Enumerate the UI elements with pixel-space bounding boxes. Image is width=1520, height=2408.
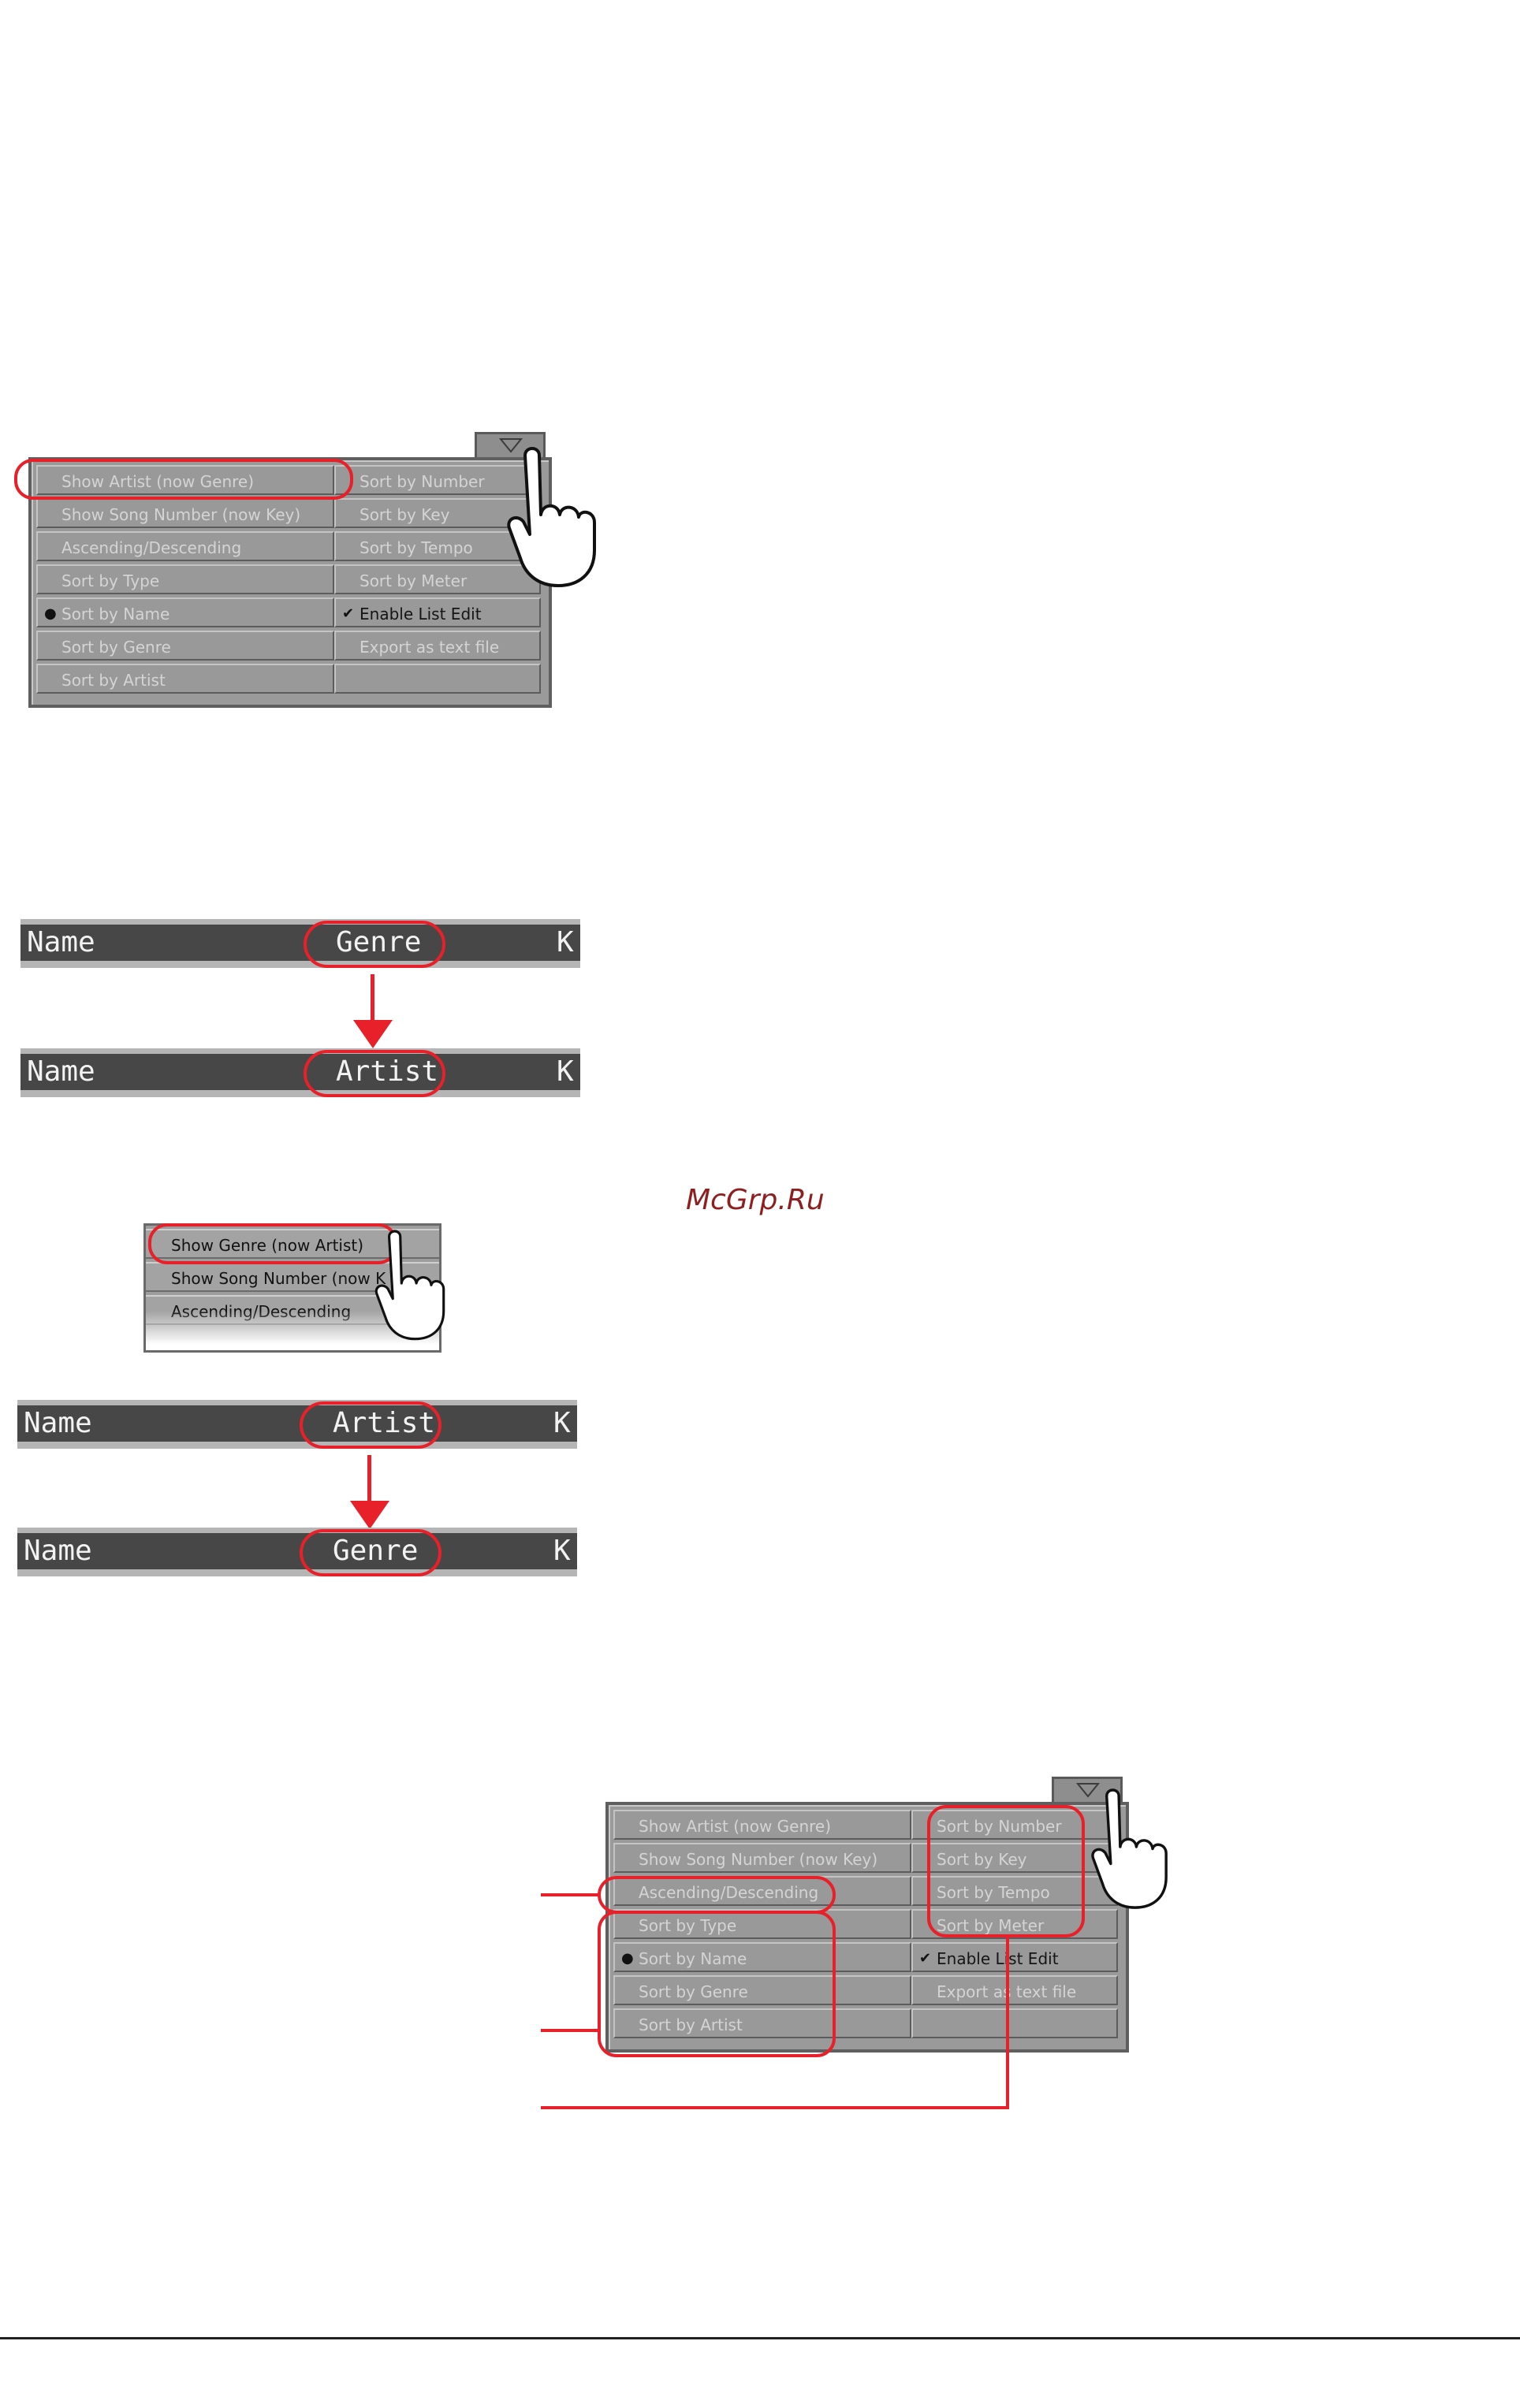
menu-item-label: Sort by Tempo (360, 538, 473, 557)
highlight-sort-left-group (598, 1911, 836, 2057)
watermark: McGrp.Ru (686, 1184, 825, 1216)
header-bar-after-1: Name Artist K (20, 1048, 580, 1097)
menu-item-sort-by-meter[interactable]: Sort by Meter (334, 564, 541, 594)
highlight-artist-2 (300, 1401, 441, 1449)
menu-item-sort-by-type[interactable]: Sort by Type (613, 1909, 911, 1939)
menu-item-label: Sort by Genre (639, 1982, 748, 2001)
menu-item-empty (334, 664, 541, 694)
menu-item-sort-by-artist[interactable]: Sort by Artist (36, 664, 334, 694)
menu-item-label: Sort by Artist (61, 671, 166, 690)
menu-item-label: Enable List Edit (360, 605, 482, 623)
menu-item-label: Sort by Tempo (937, 1883, 1050, 1902)
header-bar-before-2: Name Artist K (17, 1400, 577, 1449)
menu-item-label: Sort by Key (937, 1850, 1027, 1869)
arrow-down-icon (350, 1501, 389, 1529)
menu-item-show-artist[interactable]: Show Artist (now Genre) (36, 465, 334, 495)
column-key-partial: K (553, 1407, 571, 1439)
menu-item-label: Sort by Type (61, 571, 160, 590)
column-key-partial: K (553, 1535, 571, 1567)
menu-item-label: Show Song Number (now Key) (639, 1850, 878, 1869)
checkmark-icon: ✔ (342, 605, 355, 622)
menu-item-enable-list-edit[interactable]: ✔ Enable List Edit (334, 597, 541, 627)
menu-item-sort-by-genre[interactable]: Sort by Genre (613, 1975, 911, 2005)
menu-item-ascending-descending[interactable]: Ascending/Descending (613, 1876, 911, 1906)
menu-item-export-text-file[interactable]: Export as text file (911, 1975, 1118, 2005)
highlight-show-artist (14, 459, 353, 500)
menu-item-sort-by-genre[interactable]: Sort by Genre (36, 631, 334, 661)
column-name: Name (24, 1535, 92, 1567)
menu-item-label: Sort by Type (639, 1916, 737, 1935)
menu-item-export-text-file[interactable]: Export as text file (334, 631, 541, 661)
pointing-hand-icon (507, 447, 596, 587)
menu-item-label: Enable List Edit (937, 1949, 1059, 1968)
menu-item-label: Show Song Number (now K (171, 1269, 386, 1288)
menu-item-label: Sort by Meter (360, 571, 468, 590)
bullet-icon: ● (44, 605, 57, 622)
menu-item-sort-by-artist[interactable]: Sort by Artist (613, 2008, 911, 2038)
menu-item-label: Show Genre (now Artist) (171, 1236, 364, 1255)
column-name: Name (27, 926, 95, 958)
highlight-sort-right-group (927, 1805, 1085, 1937)
menu-open-tab[interactable] (475, 432, 546, 459)
menu-item-sort-by-key[interactable]: Sort by Key (334, 498, 541, 528)
highlight-genre-1 (304, 921, 445, 968)
menu-item-label: Sort by Genre (61, 638, 171, 657)
menu-item-label: Ascending/Descending (61, 538, 242, 557)
menu-item-label: Export as text file (360, 638, 500, 657)
callout-line-left-group (541, 2029, 599, 2032)
highlight-artist-1 (304, 1050, 445, 1097)
arrow-down-icon (353, 1020, 393, 1048)
menu-item-sort-by-name[interactable]: ●Sort by Name (36, 597, 334, 627)
callout-line-right-horizontal (541, 2106, 1009, 2109)
menu-item-sort-by-type[interactable]: Sort by Type (36, 564, 334, 594)
highlight-genre-2 (300, 1529, 441, 1576)
menu-item-show-song-number[interactable]: Show Song Number (now Key) (36, 498, 334, 528)
pointing-hand-icon (1091, 1788, 1168, 1909)
checkmark-icon: ✔ (919, 1950, 932, 1967)
menu-item-label: Ascending/Descending (639, 1883, 819, 1902)
menu-item-enable-list-edit[interactable]: ✔ Enable List Edit (911, 1942, 1118, 1972)
menu-item-label: Show Song Number (now Key) (61, 505, 301, 524)
menu-item-label: Show Artist (now Genre) (639, 1817, 832, 1836)
highlight-ascending-descending (598, 1876, 836, 1914)
menu-item-label: Sort by Artist (639, 2015, 743, 2034)
menu-item-label: Sort by Meter (937, 1916, 1045, 1935)
menu-item-label: Show Artist (now Genre) (61, 472, 255, 491)
highlight-show-genre (148, 1223, 397, 1264)
arrow-shaft-2 (367, 1455, 371, 1510)
page-divider (0, 2337, 1520, 2339)
bullet-icon: ● (621, 1950, 634, 1967)
menu-item-sort-by-tempo[interactable]: Sort by Tempo (334, 531, 541, 561)
menu-item-ascending-descending[interactable]: Ascending/Descending (36, 531, 334, 561)
pointing-hand-icon (374, 1230, 445, 1341)
column-name: Name (24, 1407, 92, 1439)
menu-item-label: Sort by Name (639, 1949, 747, 1968)
menu-item-label: Sort by Number (937, 1817, 1062, 1836)
header-bar-after-2: Name Genre K (17, 1528, 577, 1576)
triangle-down-icon (498, 438, 523, 453)
column-key-partial: K (557, 926, 574, 958)
arrow-shaft-1 (371, 974, 374, 1029)
menu-item-show-song-number[interactable]: Show Song Number (now Key) (613, 1843, 911, 1873)
callout-line-ascending (541, 1893, 599, 1896)
callout-line-right-vertical (1006, 1936, 1009, 2109)
menu-item-show-artist[interactable]: Show Artist (now Genre) (613, 1810, 911, 1840)
menu-figure-1: Show Artist (now Genre) Show Song Number… (14, 432, 596, 708)
menu-item-empty (911, 2008, 1118, 2038)
menu-item-sort-by-name[interactable]: ● Sort by Name (613, 1942, 911, 1972)
column-name: Name (27, 1055, 95, 1088)
header-bar-before-1: Name Genre K (20, 919, 580, 968)
menu-item-label: Sort by Number (360, 472, 485, 491)
triangle-down-icon (1075, 1783, 1101, 1798)
menu-item-label: Sort by Key (360, 505, 450, 524)
menu-item-sort-by-number[interactable]: Sort by Number (334, 465, 541, 495)
column-key-partial: K (557, 1055, 574, 1088)
menu-item-label: Sort by Name (61, 605, 170, 623)
